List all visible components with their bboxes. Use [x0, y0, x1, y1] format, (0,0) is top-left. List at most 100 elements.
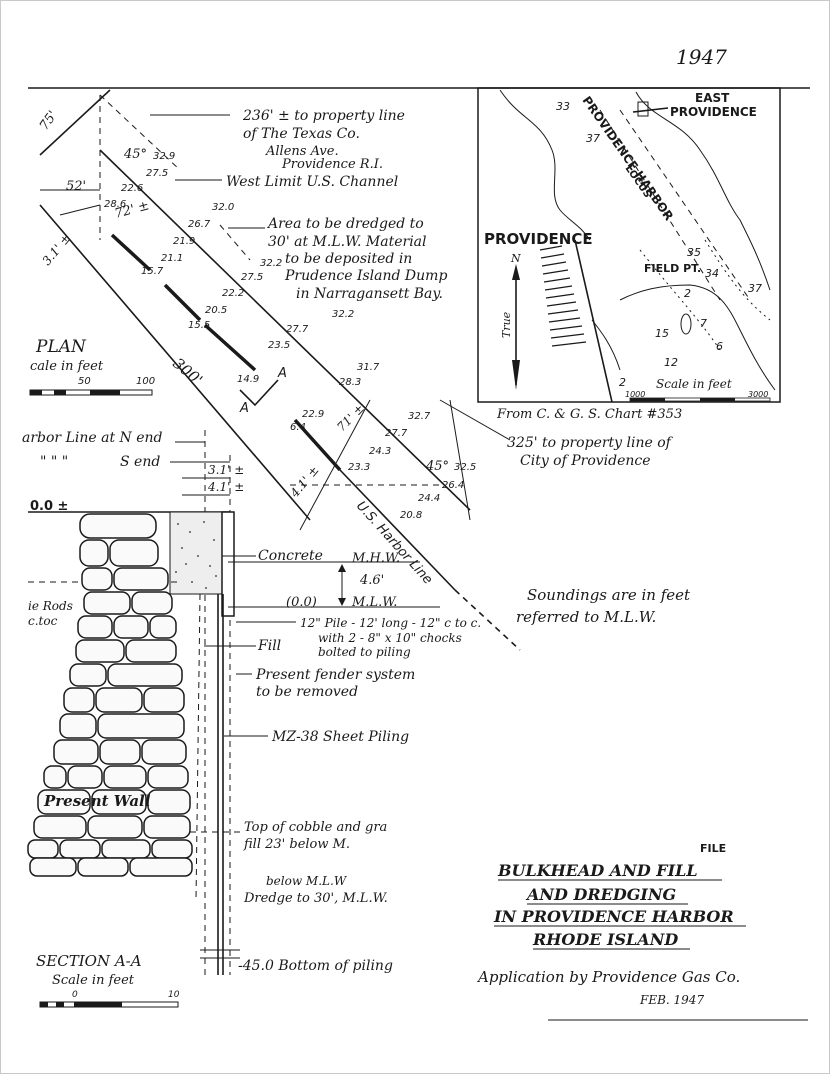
fill-label: Fill [257, 638, 281, 654]
harbor-line-n-label: arbor Line at N end [22, 430, 163, 446]
harbor-line-dash [454, 589, 521, 651]
section-marker-line [239, 379, 279, 407]
sounding: 32.2 [332, 309, 354, 320]
below-mlw-label: below M.L.W [266, 874, 348, 888]
channel-line-2 [619, 109, 751, 301]
sounding: 15.5 [188, 320, 210, 331]
sounding: 26.7 [188, 219, 211, 230]
soundings-group: 32.9 27.5 22.6 28.6 32.0 26.7 21.9 21.1 … [104, 151, 476, 521]
section-dim-41: 4.1' ± [207, 480, 244, 494]
plan-scale-bar [29, 389, 153, 396]
map-depths: 33 37 35 34 37 2 15 7 6 12 2 [556, 100, 762, 389]
year-label: 1947 [676, 45, 727, 69]
tie-rods-label-2: c.toc [28, 614, 58, 628]
sounding: 28.6 [104, 199, 126, 210]
note-city-2: City of Providence [520, 453, 651, 469]
plan-scale-tick-100: 100 [136, 376, 155, 387]
map-depth: 35 [687, 246, 701, 259]
sheet-piling-label: MZ-38 Sheet Piling [271, 729, 409, 745]
map-depth: 2 [684, 287, 691, 300]
wharf-hatching [539, 245, 587, 347]
sounding: 32.9 [153, 151, 175, 162]
note-dredge-2: 30' at M.L.W. Material [268, 234, 427, 250]
top-elevation-label: 0.0 ± [30, 499, 68, 514]
title-fragment: FILE [700, 842, 726, 855]
sounding: 21.1 [161, 253, 183, 264]
title-block: FILE BULKHEAD AND FILL AND DREDGING IN P… [476, 842, 808, 1021]
east-shoreline [635, 91, 771, 291]
channel-line-1 [599, 109, 721, 301]
timber-pile [221, 511, 235, 617]
note-texas-1: 236' ± to property line [242, 108, 405, 124]
sounding: 32.0 [212, 202, 234, 213]
tide-arrow-up [338, 564, 346, 572]
sounding: 15.7 [141, 266, 164, 277]
title-line-4: RHODE ISLAND [532, 930, 678, 949]
sounding: 23.5 [268, 340, 290, 351]
note-dredge-5: in Narragansett Bay. [296, 286, 443, 302]
sounding: 31.7 [357, 362, 380, 373]
note-dredge-1: Area to be dredged to [266, 216, 424, 232]
concrete-cap [169, 511, 223, 595]
map-depth: 34 [705, 267, 719, 280]
sounding: 6.4 [290, 422, 306, 433]
plan-view: A A 75' 52' 45° 72' ± 3.1' ± 300' 71' ± … [29, 89, 691, 651]
true-label: True [500, 311, 513, 338]
sounding: 27.5 [146, 168, 168, 179]
sounding: 27.5 [241, 272, 263, 283]
tide-arrow-down [338, 598, 346, 606]
pier-block [637, 101, 649, 117]
sounding: 27.7 [385, 428, 408, 439]
pile-label-2: with 2 - 8" x 10" chocks [318, 631, 462, 645]
present-wall-stones [27, 513, 193, 877]
concrete-label: Concrete [258, 548, 323, 564]
section-scale-tick-0: 0 [72, 990, 78, 1000]
applicant-label: Application by Providence Gas Co. [476, 968, 740, 986]
note-west-limit: West Limit U.S. Channel [226, 174, 398, 190]
map-label-city: PROVIDENCE [484, 230, 593, 248]
field-pt-shore [619, 284, 776, 391]
title-line-2: AND DREDGING [525, 885, 676, 904]
pile-label-1: 12" Pile - 12' long - 12" c to c. [300, 616, 481, 630]
dim-wall-line [59, 204, 101, 216]
map-label-east: EAST [695, 91, 730, 105]
mlw-label: M.L.W. [351, 595, 397, 610]
map-source: From C. & G. S. Chart #353 [496, 407, 682, 422]
tie-rods-label-1: ie Rods [28, 599, 73, 613]
sounding: 32.2 [260, 258, 282, 269]
harbor-line-seg-1 [110, 233, 152, 272]
note-soundings-1: Soundings are in feet [527, 586, 691, 604]
map-scale-tick-1000: 1000 [625, 390, 645, 399]
east-pier [632, 107, 669, 113]
note-dredge-4: Prudence Island Dump [284, 268, 447, 284]
plan-scale-caption: cale in feet [30, 359, 104, 374]
sounding: 26.4 [442, 480, 464, 491]
map-label-field-pt: FIELD PT. [644, 262, 701, 275]
map-scale-caption: Scale in feet [656, 377, 732, 391]
section-dim-31: 3.1' ± [208, 463, 244, 477]
island-shape [680, 313, 692, 335]
north-arrow [512, 264, 520, 390]
harbor-line-extension [339, 469, 456, 591]
dim-75-line [39, 89, 111, 156]
map-depth: 6 [716, 340, 723, 353]
tide-range-label: 4.6' [359, 573, 384, 588]
note-texas-2: of The Texas Co. [243, 126, 360, 142]
sounding: 23.3 [348, 462, 370, 473]
concrete-stipple [175, 521, 217, 589]
sounding: 27.7 [286, 324, 309, 335]
pile-label-3: bolted to piling [318, 645, 411, 659]
date-label: FEB. 1947 [639, 993, 704, 1007]
map-depth: 33 [556, 100, 570, 113]
note-city-1: 325' to property line of [507, 435, 674, 451]
channel-limit-line [99, 149, 471, 511]
sounding: 22.6 [121, 183, 143, 194]
fender-label-1: Present fender system [255, 667, 415, 683]
north-label: N [510, 252, 521, 265]
cobble-label-2: fill 23' below M. [243, 837, 350, 852]
map-depth: 2 [619, 376, 626, 389]
leader-city [439, 399, 511, 441]
bulkhead-offset-line [39, 204, 311, 521]
note-texas-3: Allens Ave. [265, 144, 339, 159]
